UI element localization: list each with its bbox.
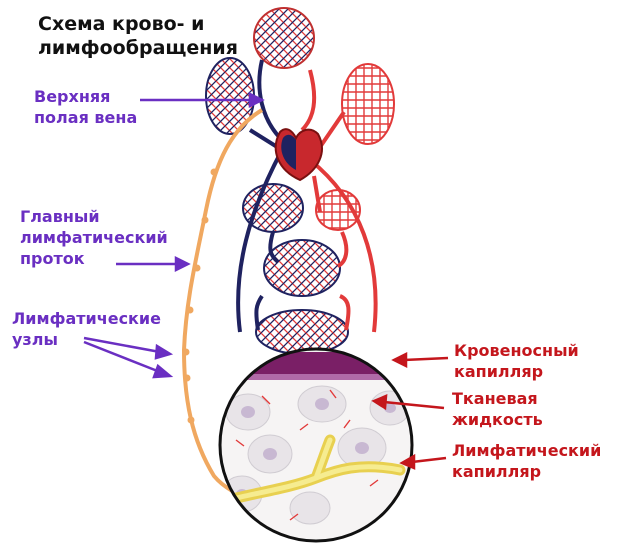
label-lymph-nodes: Лимфатические узлы — [12, 309, 161, 349]
lymph-node — [187, 416, 195, 424]
blood-capillary — [220, 352, 412, 374]
head-capillary-bed — [253, 7, 315, 69]
label-superior-vena-cava: Верхняя полая вена — [34, 87, 138, 127]
right-lung-capillary-bed — [341, 63, 395, 145]
intestine-capillary-bed — [263, 239, 341, 297]
label-main-lymphatic-duct: Главный лимфатический проток — [20, 207, 168, 268]
label-lymphatic-capillary: Лимфатический капилляр — [452, 441, 602, 481]
diagram-title: Схема крово- и лимфообращения — [38, 13, 238, 59]
pointer-arrows-left — [83, 91, 265, 379]
lymph-node — [183, 374, 191, 382]
label-blood-capillary: Кровеносный капилляр — [454, 341, 579, 381]
pointer-arrows-right — [371, 351, 449, 470]
lower-body-capillary-bed — [255, 309, 349, 355]
heart — [274, 128, 323, 182]
main-lymphatic-duct — [181, 108, 264, 502]
lymph-node — [201, 216, 209, 224]
lymph-node — [182, 348, 190, 356]
lymph-node — [193, 264, 201, 272]
arterial-vessels — [300, 69, 378, 333]
tissue-magnification — [218, 347, 414, 543]
label-tissue-fluid: Тканевая жидкость — [452, 389, 543, 429]
lymph-node — [210, 168, 218, 176]
lymph-node — [186, 306, 194, 314]
